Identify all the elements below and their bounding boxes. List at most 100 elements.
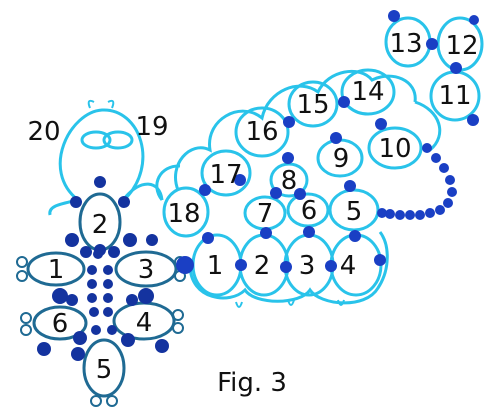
top-ring-eye-right <box>102 130 134 150</box>
picot <box>16 256 28 268</box>
chain-ring-label: 12 <box>445 31 478 61</box>
top-picot-right <box>107 99 115 109</box>
bead <box>121 333 135 347</box>
bead <box>87 293 97 303</box>
bead <box>87 279 97 289</box>
bead <box>123 233 137 247</box>
bead <box>71 347 85 361</box>
bead <box>374 254 386 266</box>
bead <box>108 246 120 258</box>
picot <box>287 299 295 306</box>
chain-ring-label: 7 <box>257 199 274 229</box>
chain-ring-label: 9 <box>333 144 350 174</box>
bead <box>103 265 113 275</box>
bead <box>107 325 117 335</box>
bead <box>426 38 438 50</box>
bead <box>94 176 106 188</box>
chain-ring-label: 2 <box>254 251 271 281</box>
flower-ring-label: 6 <box>52 309 69 339</box>
chain-ring-label: 6 <box>301 196 318 226</box>
chain-ring-label: 17 <box>209 160 242 190</box>
bead <box>202 232 214 244</box>
bead <box>65 233 79 247</box>
bead <box>443 198 453 208</box>
chain-ring-label: 13 <box>389 29 422 59</box>
chain-ring-label: 18 <box>167 199 200 229</box>
bead <box>235 259 247 271</box>
chain-ring-label: 14 <box>351 77 384 107</box>
top-ring-label: 20 <box>27 117 60 147</box>
bead <box>118 196 130 208</box>
bead <box>87 265 97 275</box>
bead <box>282 152 294 164</box>
bead <box>103 279 113 289</box>
upper-scallop-chain-2 <box>414 100 442 152</box>
bead <box>80 246 92 258</box>
bead <box>388 10 400 22</box>
chain-ring-label: 16 <box>245 117 278 147</box>
bead <box>146 234 158 246</box>
chain-ring-label: 5 <box>346 197 363 227</box>
chain-ring-label: 10 <box>378 134 411 164</box>
flower-ring-label: 2 <box>92 210 109 240</box>
bead <box>103 293 113 303</box>
chain-ring-label: 8 <box>281 166 298 196</box>
chain-ring-label: 11 <box>438 81 471 111</box>
bead <box>422 143 432 153</box>
flower-ring-5 <box>82 338 126 398</box>
bead <box>91 325 101 335</box>
chain-ring-label: 1 <box>207 251 224 281</box>
bead <box>126 294 138 306</box>
bead <box>415 210 425 220</box>
picot <box>16 270 28 282</box>
bead <box>37 342 51 356</box>
bead <box>439 163 449 173</box>
flower-ring-label: 5 <box>96 355 113 385</box>
picot <box>337 299 345 306</box>
bead <box>425 208 435 218</box>
picot <box>235 301 243 308</box>
bead <box>176 256 194 274</box>
top-ring-label: 19 <box>135 112 168 142</box>
light-blue-chain <box>122 16 484 308</box>
chain-ring-label: 15 <box>296 90 329 120</box>
bead <box>303 226 315 238</box>
top-ring-outline <box>58 108 145 202</box>
flower-ring-label: 1 <box>48 255 65 285</box>
ring-up-8 <box>269 162 309 198</box>
picot <box>90 395 102 407</box>
bead <box>89 307 99 317</box>
flower-ring-label: 3 <box>138 255 155 285</box>
bead <box>66 294 78 306</box>
bead <box>344 180 356 192</box>
bead <box>280 261 292 273</box>
bead <box>467 114 479 126</box>
bead <box>283 116 295 128</box>
flower-ring-6 <box>32 305 88 341</box>
bead <box>234 174 246 186</box>
flower-ring-1 <box>26 251 86 287</box>
flower-ring-3 <box>114 250 178 288</box>
bead <box>260 227 272 239</box>
bead <box>395 210 405 220</box>
picot <box>172 309 184 321</box>
picot <box>20 312 32 324</box>
bead <box>450 62 462 74</box>
bead <box>435 205 445 215</box>
bottom-chain <box>188 231 389 305</box>
bead <box>294 188 306 200</box>
bead <box>155 339 169 353</box>
bead <box>325 260 337 272</box>
top-ring-eye-left <box>80 130 112 150</box>
chain-ring-label: 3 <box>299 251 316 281</box>
beads <box>37 10 479 361</box>
ring-mid-6 <box>286 192 330 228</box>
bead <box>52 288 68 304</box>
flower-top-ring <box>48 99 145 216</box>
bead <box>73 331 87 345</box>
bead <box>445 175 455 185</box>
picot <box>20 324 32 336</box>
top-picot-left <box>87 99 95 109</box>
bead <box>349 230 361 242</box>
